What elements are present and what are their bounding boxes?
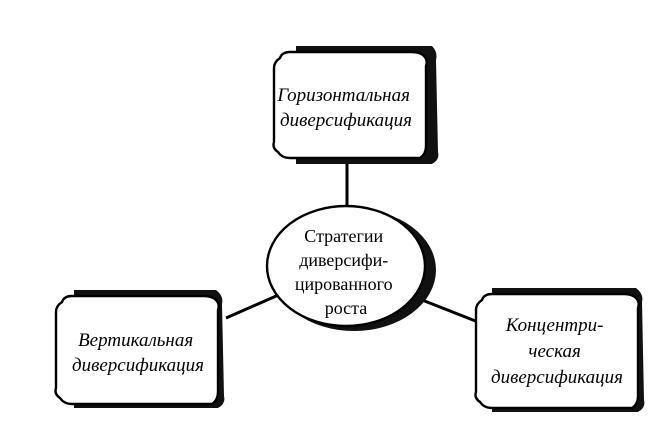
node-label: Концентри- ческая диверсификация [491, 315, 623, 388]
center-label: Стратегии диверсифи- цированного роста [295, 226, 397, 318]
node-label-line-2: ческая [528, 341, 580, 362]
node-label-line-2: диверсификация [72, 355, 204, 376]
center-label-line-2: диверсифи- [299, 250, 388, 270]
node-center-strategies: Стратегии диверсифи- цированного роста [265, 204, 436, 331]
center-label-line-3: цированного [295, 274, 393, 294]
node-label-line-1: Вертикальная [78, 330, 193, 351]
node-label-line-3: диверсификация [491, 367, 623, 388]
node-label-line-2: диверсификация [280, 110, 412, 131]
node-label-line-1: Концентри- [505, 315, 604, 336]
node-concentric-diversification: Концентри- ческая диверсификация [474, 288, 645, 412]
center-label-line-4: роста [325, 298, 368, 318]
node-label: Вертикальная диверсификация [72, 330, 204, 376]
node-vertical-diversification: Вертикальная диверсификация [54, 290, 225, 408]
node-label-line-1: Горизонтальная [276, 85, 410, 106]
node-box [474, 292, 640, 410]
node-box [272, 50, 428, 160]
center-label-line-1: Стратегии [304, 226, 383, 246]
connector-center-left [225, 291, 284, 320]
node-horizontal-diversification: Горизонтальная диверсификация [272, 46, 439, 164]
node-label: Горизонтальная диверсификация [276, 85, 414, 131]
node-box [54, 294, 220, 406]
center-ellipse [265, 204, 427, 328]
